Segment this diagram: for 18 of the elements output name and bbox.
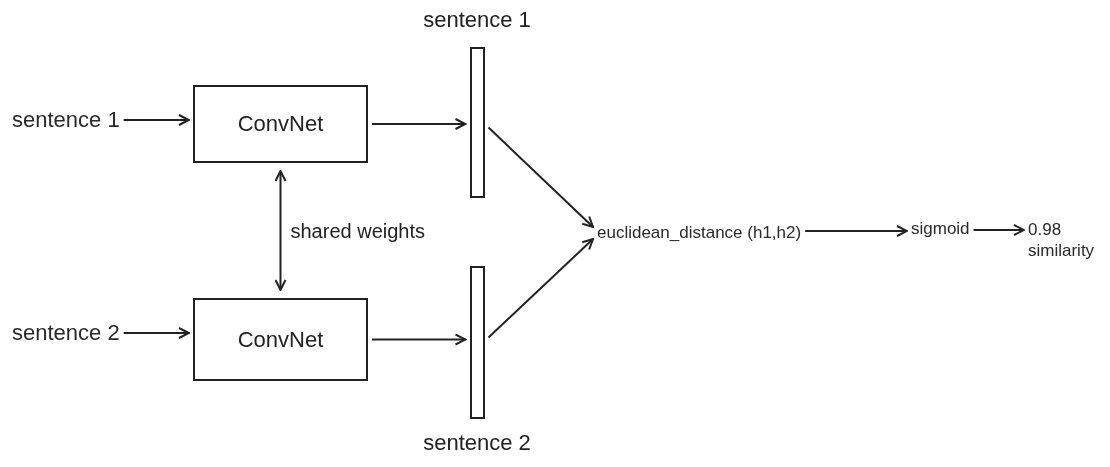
node-text: sentence 1 (12, 106, 120, 134)
arrow (122, 327, 190, 339)
node-text: euclidean_distance (h1,h2) (597, 222, 802, 244)
arrow (487, 126, 594, 228)
process-box: ConvNet (193, 85, 368, 163)
arrow (371, 118, 467, 130)
node-text: sentence 2 (12, 319, 120, 347)
arrow (274, 170, 287, 291)
vector-label: sentence 2 (423, 429, 531, 457)
arrow (122, 114, 190, 126)
arrow (972, 224, 1025, 236)
node-text: 0.98 similarity (1028, 219, 1096, 261)
arrow (371, 333, 467, 346)
vector-label: sentence 1 (423, 6, 531, 34)
process-box: ConvNet (193, 298, 368, 381)
node-text: sigmoid (911, 218, 970, 240)
arrow (487, 238, 594, 339)
arrow (804, 225, 908, 237)
